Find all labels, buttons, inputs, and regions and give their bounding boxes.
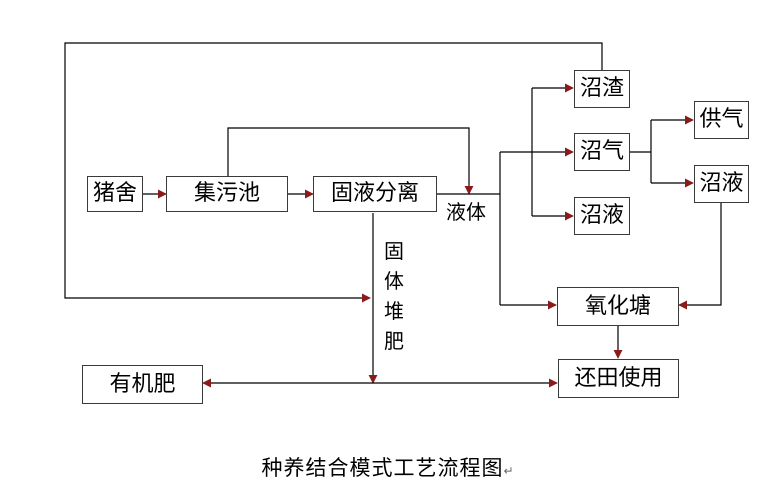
label-liquid: 液体 (446, 200, 486, 224)
box-return-to-field-label: 还田使用 (574, 365, 663, 391)
box-biogas-residue: 沼渣 (574, 70, 630, 108)
box-sewage-pool: 集污池 (166, 176, 288, 212)
label-solid-compost-char-4: 肥 (384, 329, 404, 353)
box-biogas-slurry-mid-label: 沼液 (579, 203, 624, 228)
box-biogas: 沼气 (574, 133, 630, 171)
label-solid-compost-char-3: 堆 (384, 299, 404, 323)
box-biogas-residue-label: 沼渣 (579, 76, 624, 101)
box-biogas-slurry-right: 沼液 (694, 165, 749, 203)
arrow-pool-bypass-to-liquid (227, 127, 474, 195)
paragraph-mark: ↵ (503, 464, 515, 478)
arrow-residue-loop-to-compost (64, 42, 603, 303)
box-return-to-field: 还田使用 (558, 359, 679, 398)
box-gas-supply: 供气 (694, 101, 749, 139)
box-biogas-slurry-mid: 沼液 (574, 197, 630, 235)
diagram-caption-text: 种养结合模式工艺流程图 (261, 456, 504, 480)
arrow-slurry-to-pond (678, 203, 722, 310)
box-solid-liquid-separation-label: 固液分离 (330, 181, 419, 206)
box-biogas-slurry-right-label: 沼液 (699, 171, 744, 196)
box-oxidation-pond: 氧化塘 (557, 287, 679, 326)
box-organic-fertilizer-label: 有机肥 (109, 371, 176, 397)
box-solid-liquid-separation: 固液分离 (313, 176, 437, 212)
box-sewage-pool-label: 集污池 (193, 181, 260, 206)
box-oxidation-pond-label: 氧化塘 (584, 293, 651, 319)
box-biogas-label: 沼气 (579, 139, 624, 164)
label-solid-compost-char-1: 固 (384, 239, 404, 263)
label-solid-compost: 固 体 堆 肥 (382, 236, 406, 356)
box-pig-house: 猪舍 (87, 176, 143, 212)
box-organic-fertilizer: 有机肥 (82, 365, 203, 404)
label-solid-compost-char-2: 体 (384, 269, 404, 293)
box-gas-supply-label: 供气 (699, 107, 744, 132)
diagram-caption: 种养结合模式工艺流程图↵ (0, 452, 776, 482)
box-pig-house-label: 猪舍 (92, 181, 137, 206)
